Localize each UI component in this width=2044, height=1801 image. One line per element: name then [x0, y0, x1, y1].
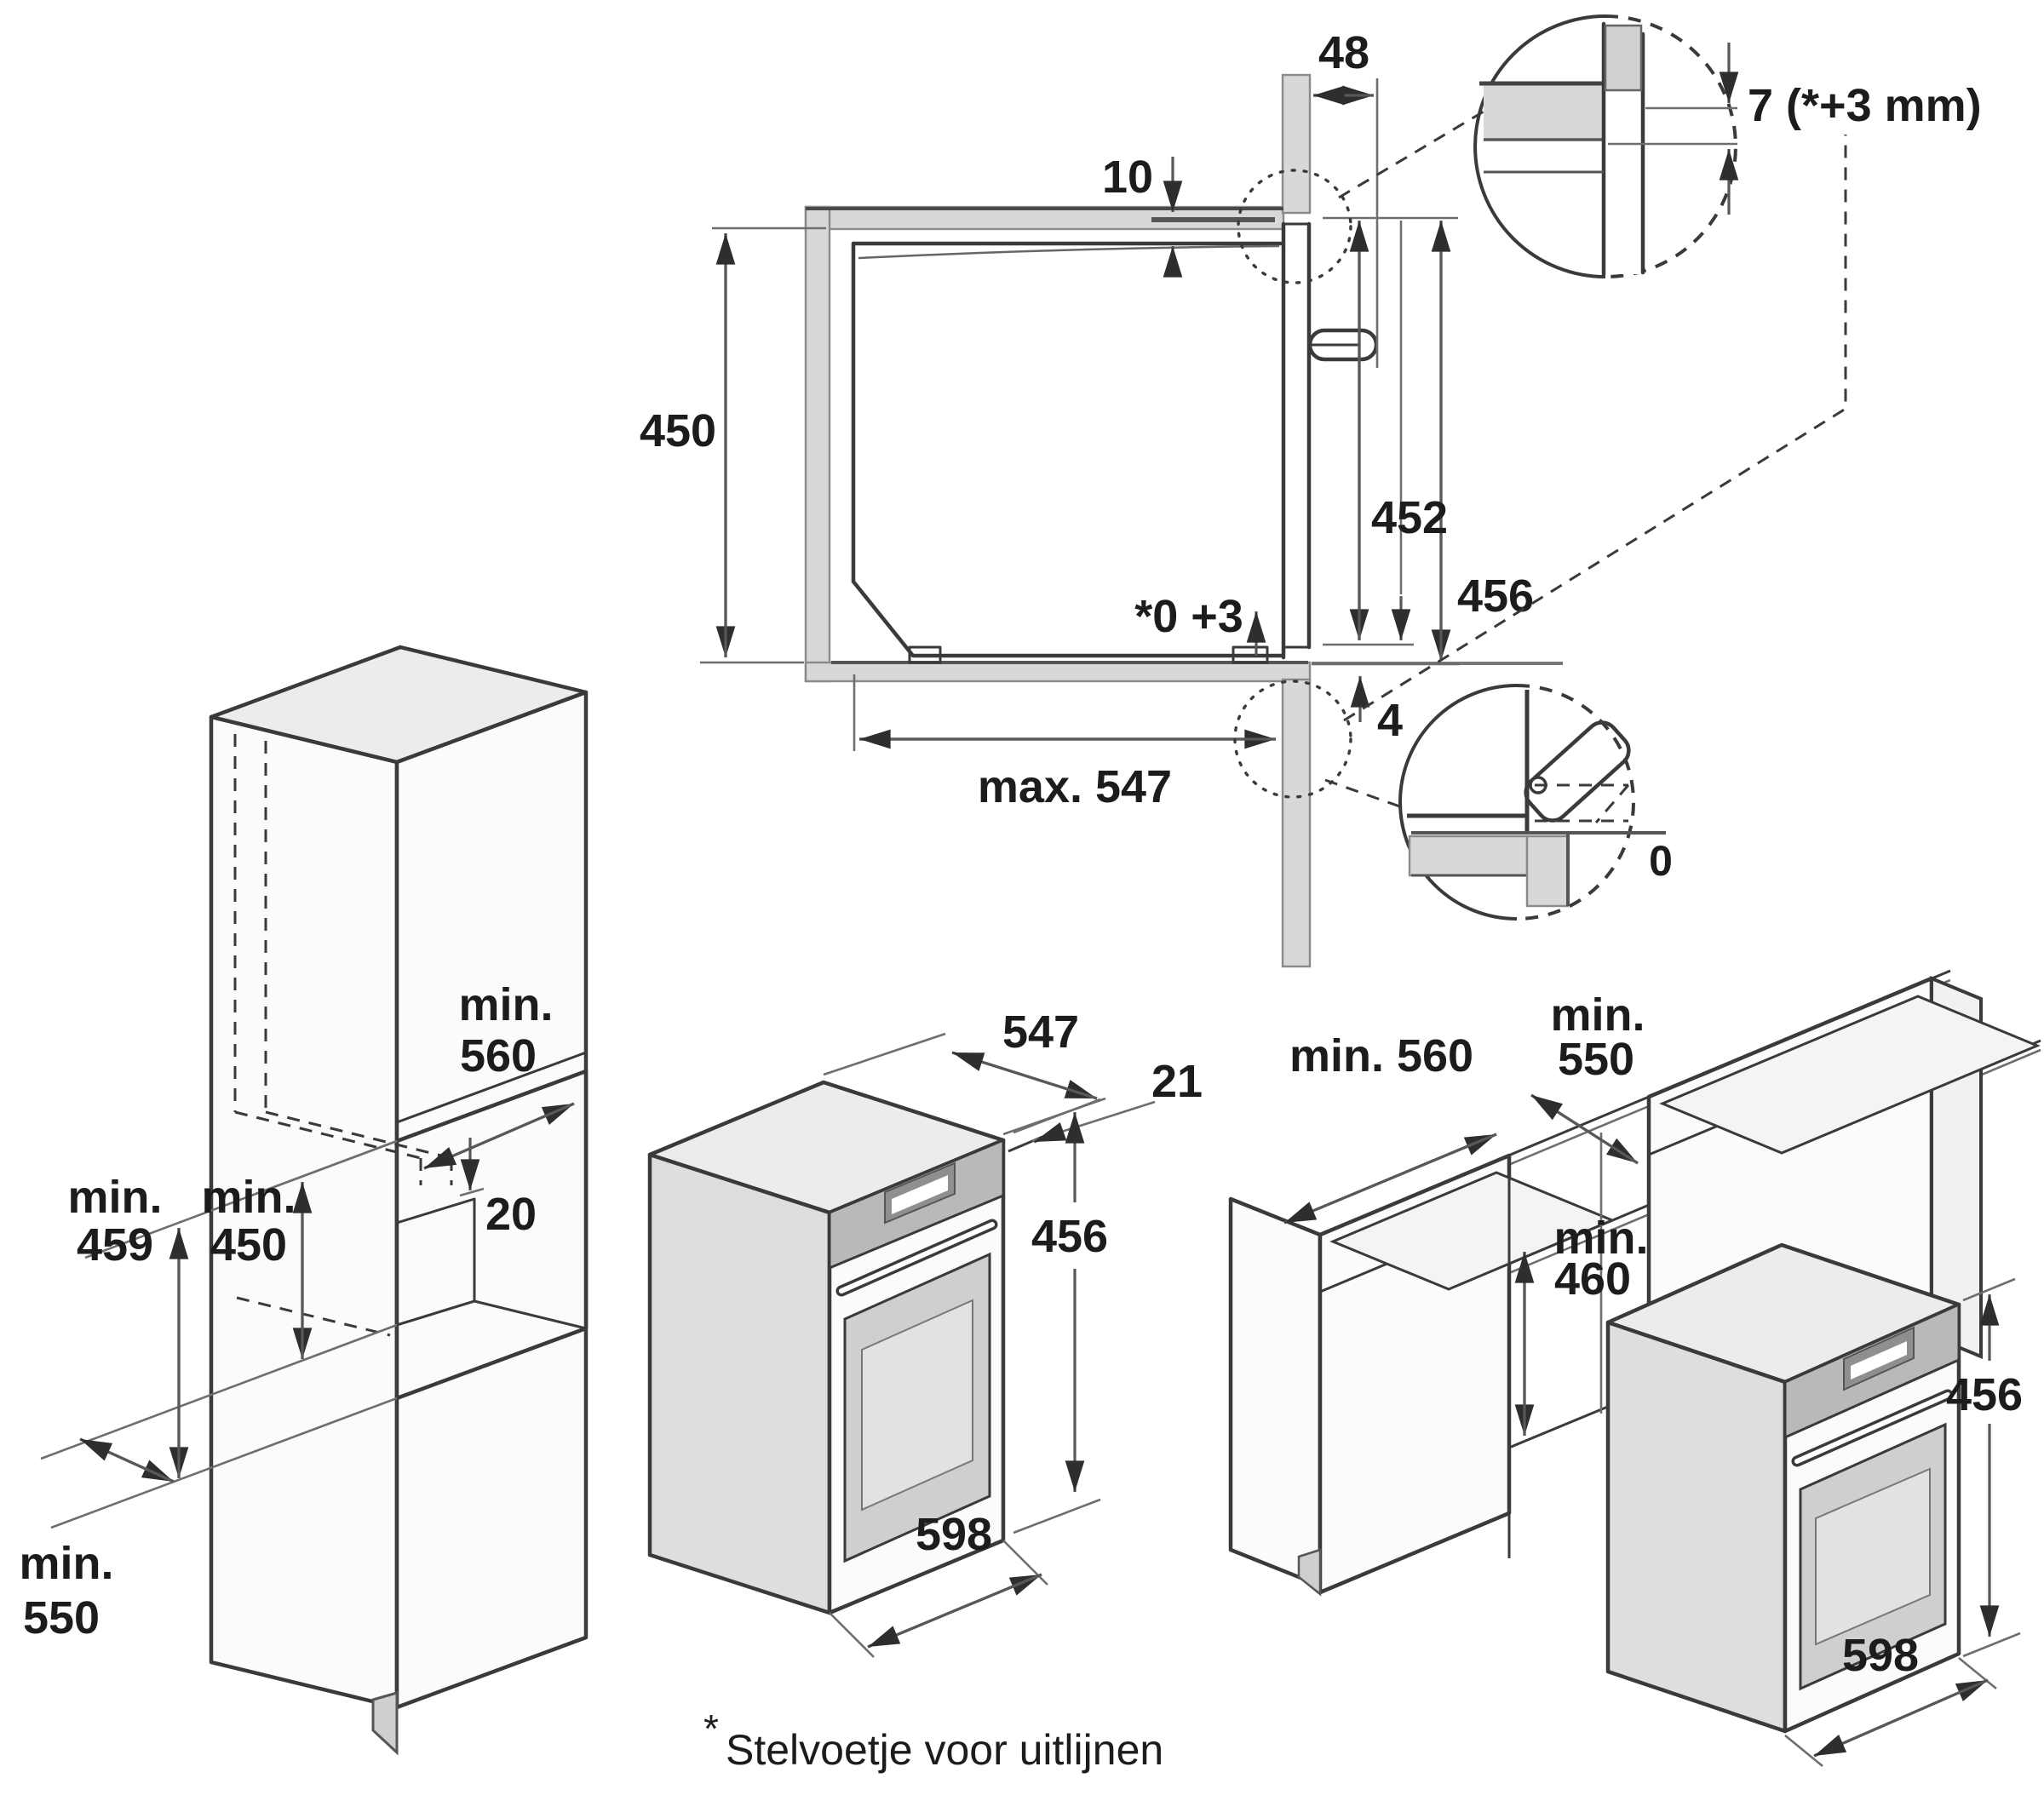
dim-max-547: max. 547	[853, 674, 1277, 812]
dim-10-label: 10	[1102, 152, 1153, 203]
dim-base-550-min: min.	[1550, 989, 1645, 1041]
dim-base-560-label: min. 560	[1289, 1030, 1473, 1081]
dim-oven-21: 21	[1008, 1056, 1203, 1153]
oven-side-face	[647, 1152, 832, 1615]
tall-cabinet-plinth	[371, 1691, 399, 1756]
cabinet-left-panel	[804, 205, 831, 683]
oven-isometric-view: 547 21 456 598	[647, 1007, 1203, 1658]
dim-oven-598: 598	[829, 1509, 1048, 1658]
base-oven-door-glass	[1815, 1467, 1931, 1646]
dim-tall-450: min. 450	[201, 1172, 313, 1360]
cabinet-bottom-panel	[804, 661, 1312, 683]
detail-ref-circle-bottom	[1233, 680, 1352, 799]
oven-display-window	[892, 1175, 948, 1214]
dim-tall-20: 20	[459, 1138, 537, 1240]
right-cabinet-opening	[1659, 995, 2041, 1155]
dim-base-456-label: 456	[1946, 1369, 2023, 1420]
adjustable-foot	[1524, 720, 1631, 823]
dim-456-label: 456	[1457, 571, 1534, 622]
dim-base-598: 598	[1784, 1630, 1997, 1768]
dim-tall-459-value: 459	[77, 1219, 153, 1270]
base-oven-unit	[1605, 1242, 1961, 1734]
dim-tall-550: min. 550	[19, 1437, 175, 1643]
left-cabinet-plinth	[1297, 1548, 1322, 1597]
dim-tall-459-min: min.	[67, 1172, 162, 1223]
dim-oven-547-label: 547	[1002, 1007, 1079, 1058]
dim-4-label: 4	[1377, 695, 1403, 746]
footnote: * Stelvoetje voor uitlijnen	[703, 1706, 1163, 1774]
leader-top-detail	[1338, 107, 1489, 199]
dim-tall-20-value: 20	[485, 1189, 537, 1240]
dim-tall-560-value: 560	[460, 1030, 537, 1081]
dim-tall-450-value: 450	[210, 1219, 287, 1270]
dim-base-460-value: 460	[1554, 1253, 1631, 1305]
detail-top-panel-end	[1604, 24, 1643, 92]
detail-bottom-slab	[1408, 835, 1529, 877]
dim-tall-550-value: 550	[23, 1592, 100, 1643]
furniture-panel-bottom	[1281, 678, 1312, 968]
tall-cabinet-view: min. 560 20 min. 459 min. 450	[19, 645, 589, 1756]
base-oven-display-window	[1851, 1341, 1907, 1379]
dim-base-460: min. 460	[1514, 1213, 1649, 1437]
leader-bottom-detail	[1324, 778, 1408, 811]
base-oven-side-face	[1605, 1320, 1788, 1734]
niche-back-wall	[395, 1197, 476, 1327]
left-cabinet-side-face	[1228, 1196, 1323, 1588]
dim-oven-456: 456	[1013, 1098, 1108, 1534]
dim-base-598-label: 598	[1842, 1630, 1919, 1681]
footnote-text: Stelvoetje voor uitlijnen	[726, 1726, 1163, 1774]
dim-452-456: 452 456	[1312, 216, 1534, 666]
furniture-panel-top	[1281, 73, 1312, 215]
dim-base-456: 456	[1946, 1277, 2023, 1658]
left-cabinet-opening	[1329, 1171, 1616, 1291]
oven-section-outline	[851, 221, 1379, 664]
dim-450: 450	[640, 227, 826, 664]
detail-top-label: 7 (*+3 mm)	[1748, 80, 1982, 131]
dim-oven-21-label: 21	[1151, 1056, 1203, 1107]
dim-10: 10	[1102, 152, 1183, 278]
dim-tall-560: min. 560	[423, 979, 575, 1170]
dim-base-550-value: 550	[1558, 1034, 1634, 1085]
dim-452-label: 452	[1371, 492, 1448, 543]
dim-tall-459: min. 459	[67, 1172, 189, 1479]
detail-bottom-label: 0	[1649, 837, 1673, 885]
dim-oven-456-label: 456	[1031, 1211, 1108, 1262]
cross-section-view: 450 10 48 452 456	[640, 14, 1982, 968]
dim-oven-598-label: 598	[916, 1509, 992, 1560]
dim-tall-550-min: min.	[19, 1538, 113, 1589]
base-cabinet-view: min. 560 min. 550 min. 460	[1228, 969, 2041, 1768]
detail-bottom-panel	[1525, 835, 1570, 908]
foot-adjust-note: *0 +3	[1134, 591, 1266, 656]
oven-foot-right	[1232, 645, 1269, 664]
dim-tall-560-min: min.	[458, 979, 553, 1030]
leader-foot-to-note	[1343, 135, 1847, 722]
footnote-asterisk: *	[703, 1706, 719, 1751]
detail-bottom-circle: 0	[1398, 684, 1673, 921]
dim-base-560: min. 560	[1283, 1030, 1497, 1225]
detail-top-slab	[1484, 85, 1604, 138]
foot-adjust-label: *0 +3	[1134, 591, 1243, 642]
dim-48: 48	[1312, 27, 1379, 368]
oven-door-glass	[861, 1299, 973, 1511]
dim-max-547-label: max. 547	[978, 761, 1172, 812]
detail-top-circle: 7 (*+3 mm)	[1473, 14, 1982, 278]
dim-48-label: 48	[1318, 27, 1369, 78]
niche-shelf-edge	[396, 1051, 587, 1124]
dim-4: 4	[1350, 675, 1403, 746]
detail-ref-circle-top	[1237, 169, 1352, 284]
dim-tall-450-min: min.	[201, 1172, 296, 1223]
oven-foot-left	[908, 645, 942, 664]
dim-450-label: 450	[640, 405, 716, 456]
dim-base-550: min. 550	[1530, 989, 1645, 1165]
dim-base-460-min: min.	[1553, 1213, 1648, 1264]
